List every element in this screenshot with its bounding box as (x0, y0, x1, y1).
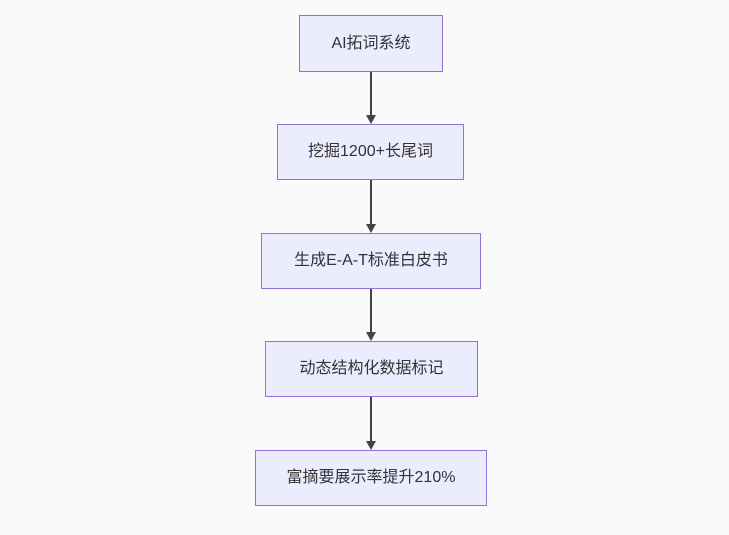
flow-node-rich-snippet-rate: 富摘要展示率提升210% (255, 450, 487, 506)
flow-node-label: 动态结构化数据标记 (299, 360, 444, 378)
flow-node-ai-word-system: AI拓词系统 (299, 15, 443, 72)
flow-node-label: AI拓词系统 (331, 34, 411, 52)
flow-node-label: 富摘要展示率提升210% (286, 469, 456, 487)
flow-node-structured-data: 动态结构化数据标记 (265, 341, 478, 397)
arrow-line (370, 72, 372, 117)
arrow-down-icon (366, 224, 376, 233)
flow-node-eat-whitepaper: 生成E-A-T标准白皮书 (261, 233, 481, 289)
flow-node-label: 生成E-A-T标准白皮书 (294, 252, 448, 270)
flow-node-label: 挖掘1200+长尾词 (308, 143, 433, 161)
arrow-line (370, 289, 372, 334)
flow-node-longtail-mining: 挖掘1200+长尾词 (277, 124, 464, 180)
flow-arrow-3 (365, 289, 377, 341)
arrow-down-icon (366, 115, 376, 124)
arrow-line (370, 397, 372, 443)
flow-arrow-4 (365, 397, 377, 450)
flow-arrow-1 (365, 72, 377, 124)
arrow-down-icon (366, 441, 376, 450)
flow-arrow-2 (365, 180, 377, 233)
arrow-line (370, 180, 372, 226)
arrow-down-icon (366, 332, 376, 341)
